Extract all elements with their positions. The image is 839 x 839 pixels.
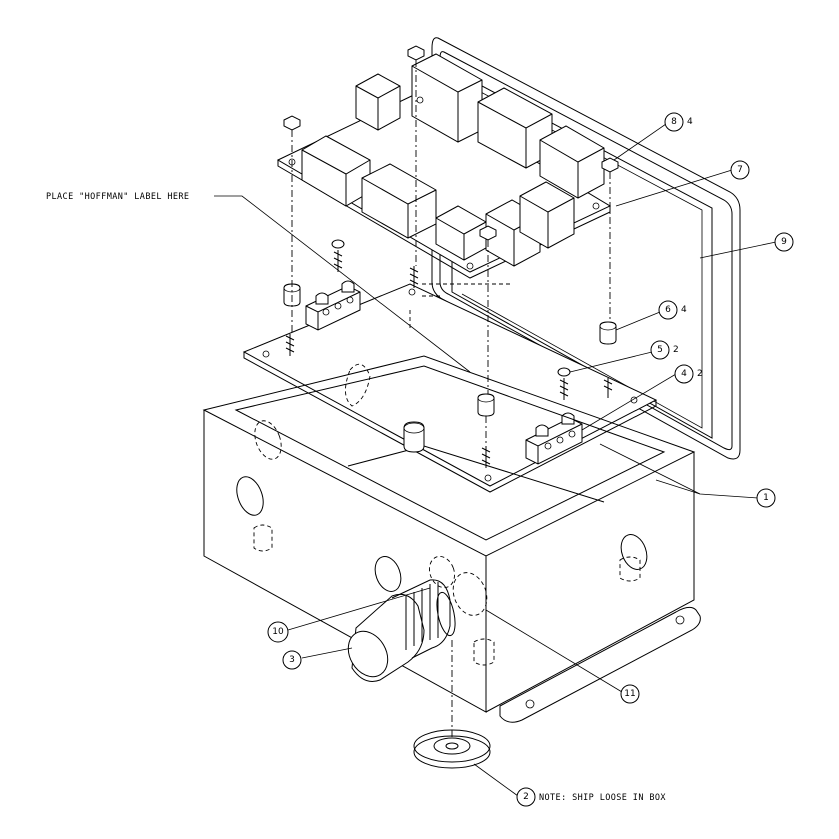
svg-text:4: 4 [681,305,687,315]
leader-lines [214,123,777,797]
svg-text:1: 1 [763,493,769,503]
svg-text:10: 10 [272,627,284,637]
callout-9: 9 [774,232,794,252]
svg-text:11: 11 [624,689,635,699]
callout-1: 1 [756,488,776,508]
svg-text:2: 2 [697,369,703,379]
loose-washer [413,729,491,769]
svg-text:4: 4 [687,117,693,127]
svg-text:2: 2 [523,792,529,802]
callout-3: 3 [282,650,302,670]
callout-5: 5 2 [650,340,679,360]
svg-text:7: 7 [737,165,743,175]
assembly-center-lines [291,60,611,740]
callout-11: 11 [620,684,640,704]
callout-balloons: 8 4 7 9 6 4 5 2 4 2 1 [267,112,794,807]
circuit-board [276,45,619,279]
svg-text:9: 9 [781,237,787,247]
callout-6: 6 4 [658,300,687,320]
callout-10: 10 [267,621,289,643]
svg-text:8: 8 [671,117,677,127]
svg-text:4: 4 [681,369,687,379]
svg-text:5: 5 [657,345,663,355]
ship-loose-note: NOTE: SHIP LOOSE IN BOX [539,793,666,803]
callout-4: 4 2 [674,364,703,384]
svg-text:6: 6 [665,305,671,315]
callout-8: 8 4 [664,112,693,132]
svg-text:2: 2 [673,345,679,355]
cord-grip [347,572,488,682]
callout-2: 2 [516,787,536,807]
svg-text:3: 3 [289,655,295,665]
enclosure-box [202,355,701,723]
hoffman-label-note: PLACE "HOFFMAN" LABEL HERE [46,192,189,202]
callout-7: 7 [730,160,750,180]
